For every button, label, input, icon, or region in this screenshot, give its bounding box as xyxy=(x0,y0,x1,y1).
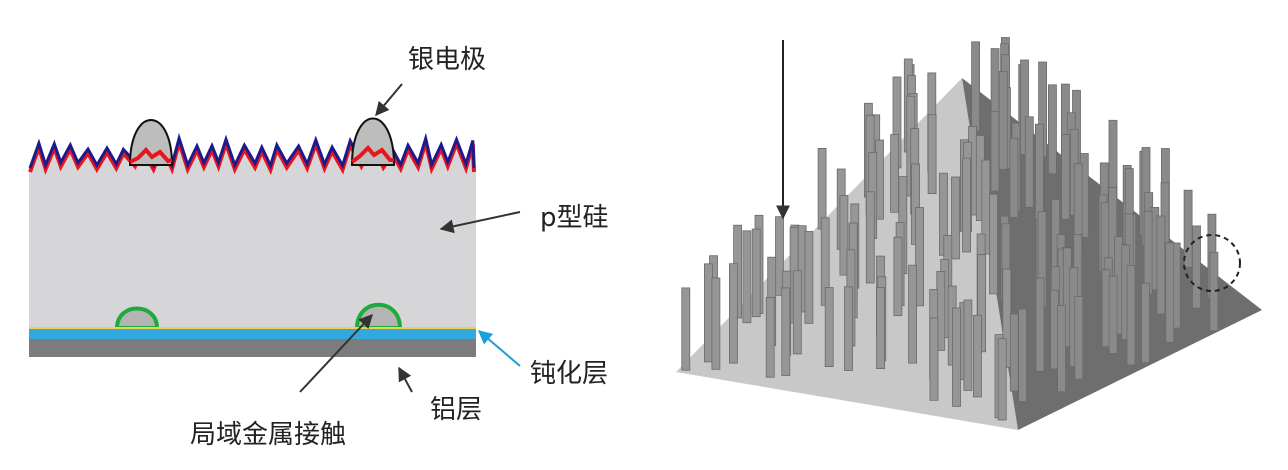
nanopillar xyxy=(865,191,875,284)
nanopillar xyxy=(1165,242,1175,343)
nanopillar xyxy=(681,287,691,371)
pyramid-nanopillar-illustration xyxy=(676,37,1262,430)
label-silver-electrode: 银电极 xyxy=(408,45,486,75)
nanopillar xyxy=(1009,313,1019,392)
nanopillar xyxy=(927,114,937,194)
nanopillar xyxy=(890,134,899,213)
nanopillar xyxy=(1126,265,1136,366)
label-p-silicon: p型硅 xyxy=(540,203,609,233)
nanopillar xyxy=(973,314,982,398)
nanopillar xyxy=(817,147,827,230)
nanopillar xyxy=(998,71,1008,170)
label-local-metal-contact: 局域金属接触 xyxy=(190,420,346,450)
passivation-layer xyxy=(29,329,476,339)
nanopillar xyxy=(951,176,960,260)
nanopillar xyxy=(1143,211,1153,295)
electrode-emitter-1 xyxy=(129,147,173,164)
nanopillar xyxy=(962,157,971,253)
nanopillar xyxy=(908,264,917,364)
nanopillar xyxy=(775,216,784,296)
nanopillar xyxy=(876,287,885,369)
nanopillar xyxy=(1192,225,1201,309)
nanopillar xyxy=(765,296,775,378)
nanopillar xyxy=(893,236,903,317)
nanopillar xyxy=(751,228,761,318)
nanopillar xyxy=(1183,189,1193,268)
aluminum-layer xyxy=(29,339,476,357)
nanopillar xyxy=(1074,296,1084,380)
nanopillar xyxy=(1020,59,1029,155)
nanopillar xyxy=(952,307,961,407)
nanopillar xyxy=(929,317,939,401)
nanopillar xyxy=(729,263,738,364)
nanopillar xyxy=(704,263,713,363)
label-aluminum-layer: 铝层 xyxy=(430,395,482,425)
solar-cell-cross-section xyxy=(28,117,476,357)
nanopillar xyxy=(781,287,791,376)
nanopillars xyxy=(681,37,1219,421)
nanopillar xyxy=(711,277,721,370)
nanopillar xyxy=(989,193,998,295)
arrow-silver-electrode xyxy=(375,83,403,117)
p-silicon-body xyxy=(29,168,476,330)
nanopillar xyxy=(1009,137,1019,218)
nanopillar xyxy=(990,111,1000,192)
nanopillar xyxy=(742,230,752,324)
nanopillar xyxy=(971,41,980,132)
electrode-emitter-2 xyxy=(350,145,394,164)
nanopillar xyxy=(839,195,849,276)
arrow-passivation-layer xyxy=(477,330,521,367)
local-contact-1 xyxy=(114,306,160,330)
nanopillar xyxy=(1108,275,1118,354)
arrow-p-silicon xyxy=(439,211,521,234)
nanopillar xyxy=(1057,305,1066,393)
emitter-layer-red xyxy=(28,134,476,176)
nanopillar xyxy=(963,299,973,391)
nanopillar xyxy=(824,287,834,368)
nanopillar xyxy=(1035,277,1045,372)
yellow-interface-line xyxy=(29,327,476,329)
nanopillar xyxy=(792,270,802,355)
dashed-highlight-circle xyxy=(1183,234,1241,292)
nanopillar xyxy=(997,338,1007,421)
nanopillar xyxy=(1156,215,1166,315)
label-passivation-layer: 钝化层 xyxy=(530,359,608,389)
nanopillar xyxy=(1035,123,1044,224)
nanopillar xyxy=(1141,282,1150,364)
antireflection-layer-blue xyxy=(28,132,476,170)
nanopillar xyxy=(804,230,814,324)
nanopillar xyxy=(844,286,853,371)
nanopillar xyxy=(1061,134,1070,220)
nanopillar xyxy=(915,207,924,307)
arrow-aluminum-layer xyxy=(398,366,413,393)
nanopillar xyxy=(1048,84,1057,175)
arrow-local-metal-contact xyxy=(299,313,373,393)
nanopillar xyxy=(1018,308,1027,403)
nanopillar xyxy=(1024,116,1034,208)
